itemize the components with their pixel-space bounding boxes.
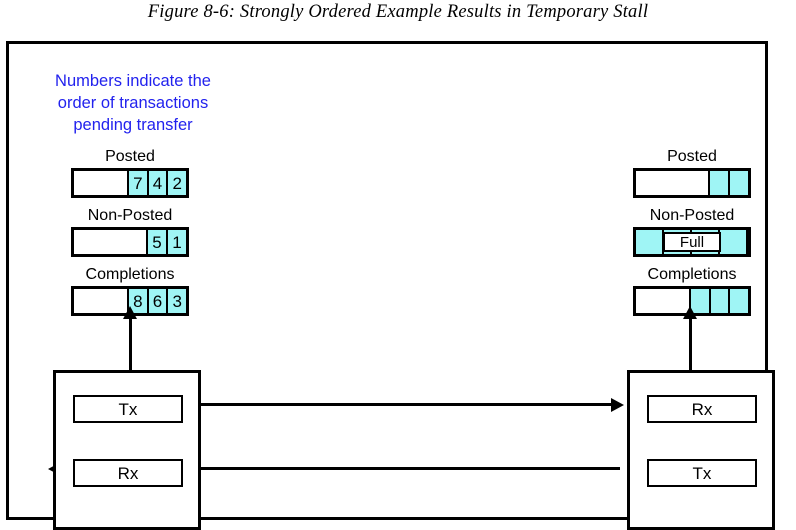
annotation-line-1: Numbers indicate the	[55, 72, 211, 90]
queue-cell	[730, 171, 748, 195]
right-device-rx-port: Rx	[647, 395, 757, 423]
queue-cell: 4	[148, 171, 169, 195]
diagram-frame: Numbers indicate the order of transactio…	[6, 41, 775, 530]
right-queue-posted: Posted	[633, 148, 751, 198]
queue-cell	[720, 230, 748, 254]
queue-cell	[636, 171, 710, 195]
queue-cell: 1	[168, 230, 186, 254]
queue-cell	[636, 230, 664, 254]
queue-full-badge: Full	[663, 232, 721, 252]
annotation-line-3: pending transfer	[73, 116, 193, 134]
queue-cell	[730, 289, 749, 313]
right-queue-posted-label: Posted	[667, 148, 717, 165]
queue-cell	[710, 171, 730, 195]
right-device-tx-port: Tx	[647, 459, 757, 487]
queue-cell: 5	[148, 230, 168, 254]
queue-cell: 6	[148, 289, 169, 313]
queue-cell	[710, 289, 731, 313]
right-queue-completions-label: Completions	[647, 266, 737, 283]
left-queue-nonposted-box: 5 1	[71, 227, 189, 257]
left-queue-nonposted-label: Non-Posted	[87, 207, 173, 224]
left-device-tx-port: Tx	[73, 395, 183, 423]
queue-cell	[74, 289, 129, 313]
left-device: Tx Rx	[53, 370, 201, 530]
rx-from-tx-line	[61, 467, 620, 470]
queue-cell	[74, 230, 148, 254]
left-uplink-arrowhead	[123, 306, 137, 319]
left-device-rx-port: Rx	[73, 459, 183, 487]
queue-cell: 3	[168, 289, 187, 313]
figure-title: Figure 8-6: Strongly Ordered Example Res…	[147, 2, 649, 22]
right-uplink-line	[689, 315, 692, 392]
queue-cell	[636, 289, 691, 313]
left-queue-posted-label: Posted	[105, 148, 155, 165]
right-queue-nonposted-box: Full	[633, 227, 751, 257]
left-uplink-line	[129, 315, 132, 392]
right-queue-nonposted-label: Non-Posted	[649, 207, 735, 224]
annotation-note: Numbers indicate the order of transactio…	[25, 70, 241, 136]
queue-cell: 2	[168, 171, 187, 195]
right-queue-posted-box	[633, 168, 751, 198]
right-device: Rx Tx	[627, 370, 775, 530]
left-queue-nonposted: Non-Posted 5 1	[71, 207, 189, 257]
annotation-line-2: order of transactions	[57, 94, 209, 112]
queue-cell	[74, 171, 129, 195]
left-queue-posted-box: 7 4 2	[71, 168, 189, 198]
queue-cell: 7	[129, 171, 149, 195]
left-queue-posted: Posted 7 4 2	[71, 148, 189, 198]
right-uplink-arrowhead	[683, 306, 697, 319]
left-queue-completions-label: Completions	[85, 266, 175, 283]
tx-to-rx-line	[195, 403, 620, 406]
tx-to-rx-arrowhead	[611, 398, 624, 412]
right-queue-nonposted: Non-Posted Full	[633, 207, 751, 257]
